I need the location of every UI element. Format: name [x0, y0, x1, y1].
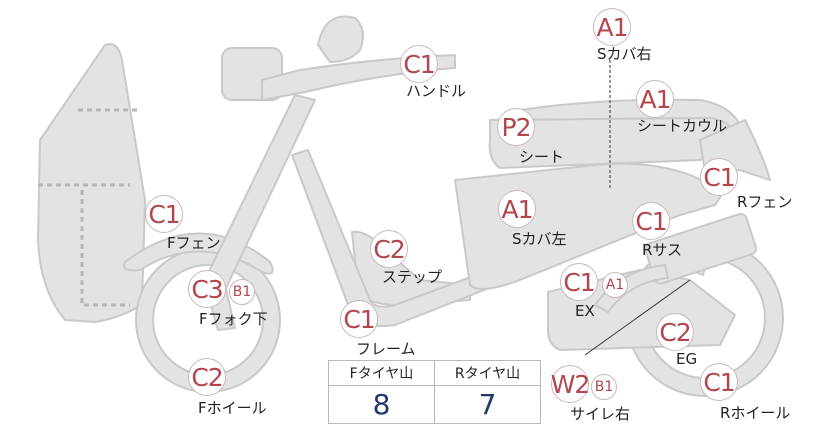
seat-cowl-label: シートカウル — [637, 117, 728, 135]
frame-code-badge: C1 — [340, 300, 378, 338]
f-fender-code-badge: C1 — [145, 195, 183, 233]
silencer-code-badge: W2 — [551, 365, 590, 403]
r-fender-code-badge: C1 — [700, 158, 738, 196]
f-fender-label: Fフェン — [167, 234, 221, 252]
eg-label: EG — [676, 350, 698, 368]
ex-code-badge: C1 — [560, 263, 598, 301]
seat — [488, 117, 736, 169]
sc-left-code-badge: A1 — [498, 190, 536, 228]
f-fork-code-badge: C3 — [188, 270, 226, 308]
front-cowl — [37, 43, 146, 323]
rear-tire-header: Rタイヤ山 — [434, 360, 541, 386]
sc-right-label: Sカバ右 — [597, 45, 652, 63]
r-sus-label: Rサス — [642, 241, 683, 259]
r-wheel-label: Rホイール — [720, 404, 791, 422]
r-wheel-code-badge: C1 — [700, 363, 738, 401]
handle-code-badge: C1 — [400, 45, 438, 83]
silencer-label: サイレ右 — [570, 405, 631, 423]
ex-label: EX — [575, 302, 595, 320]
front-tire-header: Fタイヤ山 — [328, 360, 435, 386]
silencer-sub-badge: B1 — [591, 374, 617, 400]
frame-label: フレーム — [356, 340, 416, 358]
seat-cowl-code-badge: A1 — [636, 80, 674, 118]
front-tire-value: 8 — [328, 385, 435, 424]
tire-tread-table: Fタイヤ山 Rタイヤ山 8 7 — [328, 360, 541, 424]
r-sus-code-badge: C1 — [632, 202, 670, 240]
handle-label: ハンドル — [406, 82, 467, 100]
sc-right-code-badge: A1 — [593, 8, 631, 46]
rear-shock-body — [644, 212, 757, 285]
ex-sub-badge: A1 — [602, 272, 628, 298]
f-wheel-label: Fホイール — [198, 399, 267, 417]
r-fender-label: Rフェン — [737, 193, 793, 211]
leader-silencer — [584, 279, 691, 356]
rear-tire-value: 7 — [434, 385, 541, 424]
step-code-badge: C2 — [370, 230, 408, 268]
step-label: ステップ — [382, 268, 443, 286]
f-wheel-code-badge: C2 — [188, 358, 226, 396]
f-fork-label: Fフォク下 — [199, 310, 268, 328]
seat-code-badge: P2 — [497, 108, 535, 146]
sc-left-label: Sカバ左 — [512, 230, 567, 248]
cowl-seam-3 — [80, 190, 130, 307]
eg-code-badge: C2 — [656, 313, 694, 351]
seat-label: シート — [519, 148, 565, 166]
f-fork-sub-badge: B1 — [229, 279, 255, 305]
mirror — [317, 15, 365, 63]
